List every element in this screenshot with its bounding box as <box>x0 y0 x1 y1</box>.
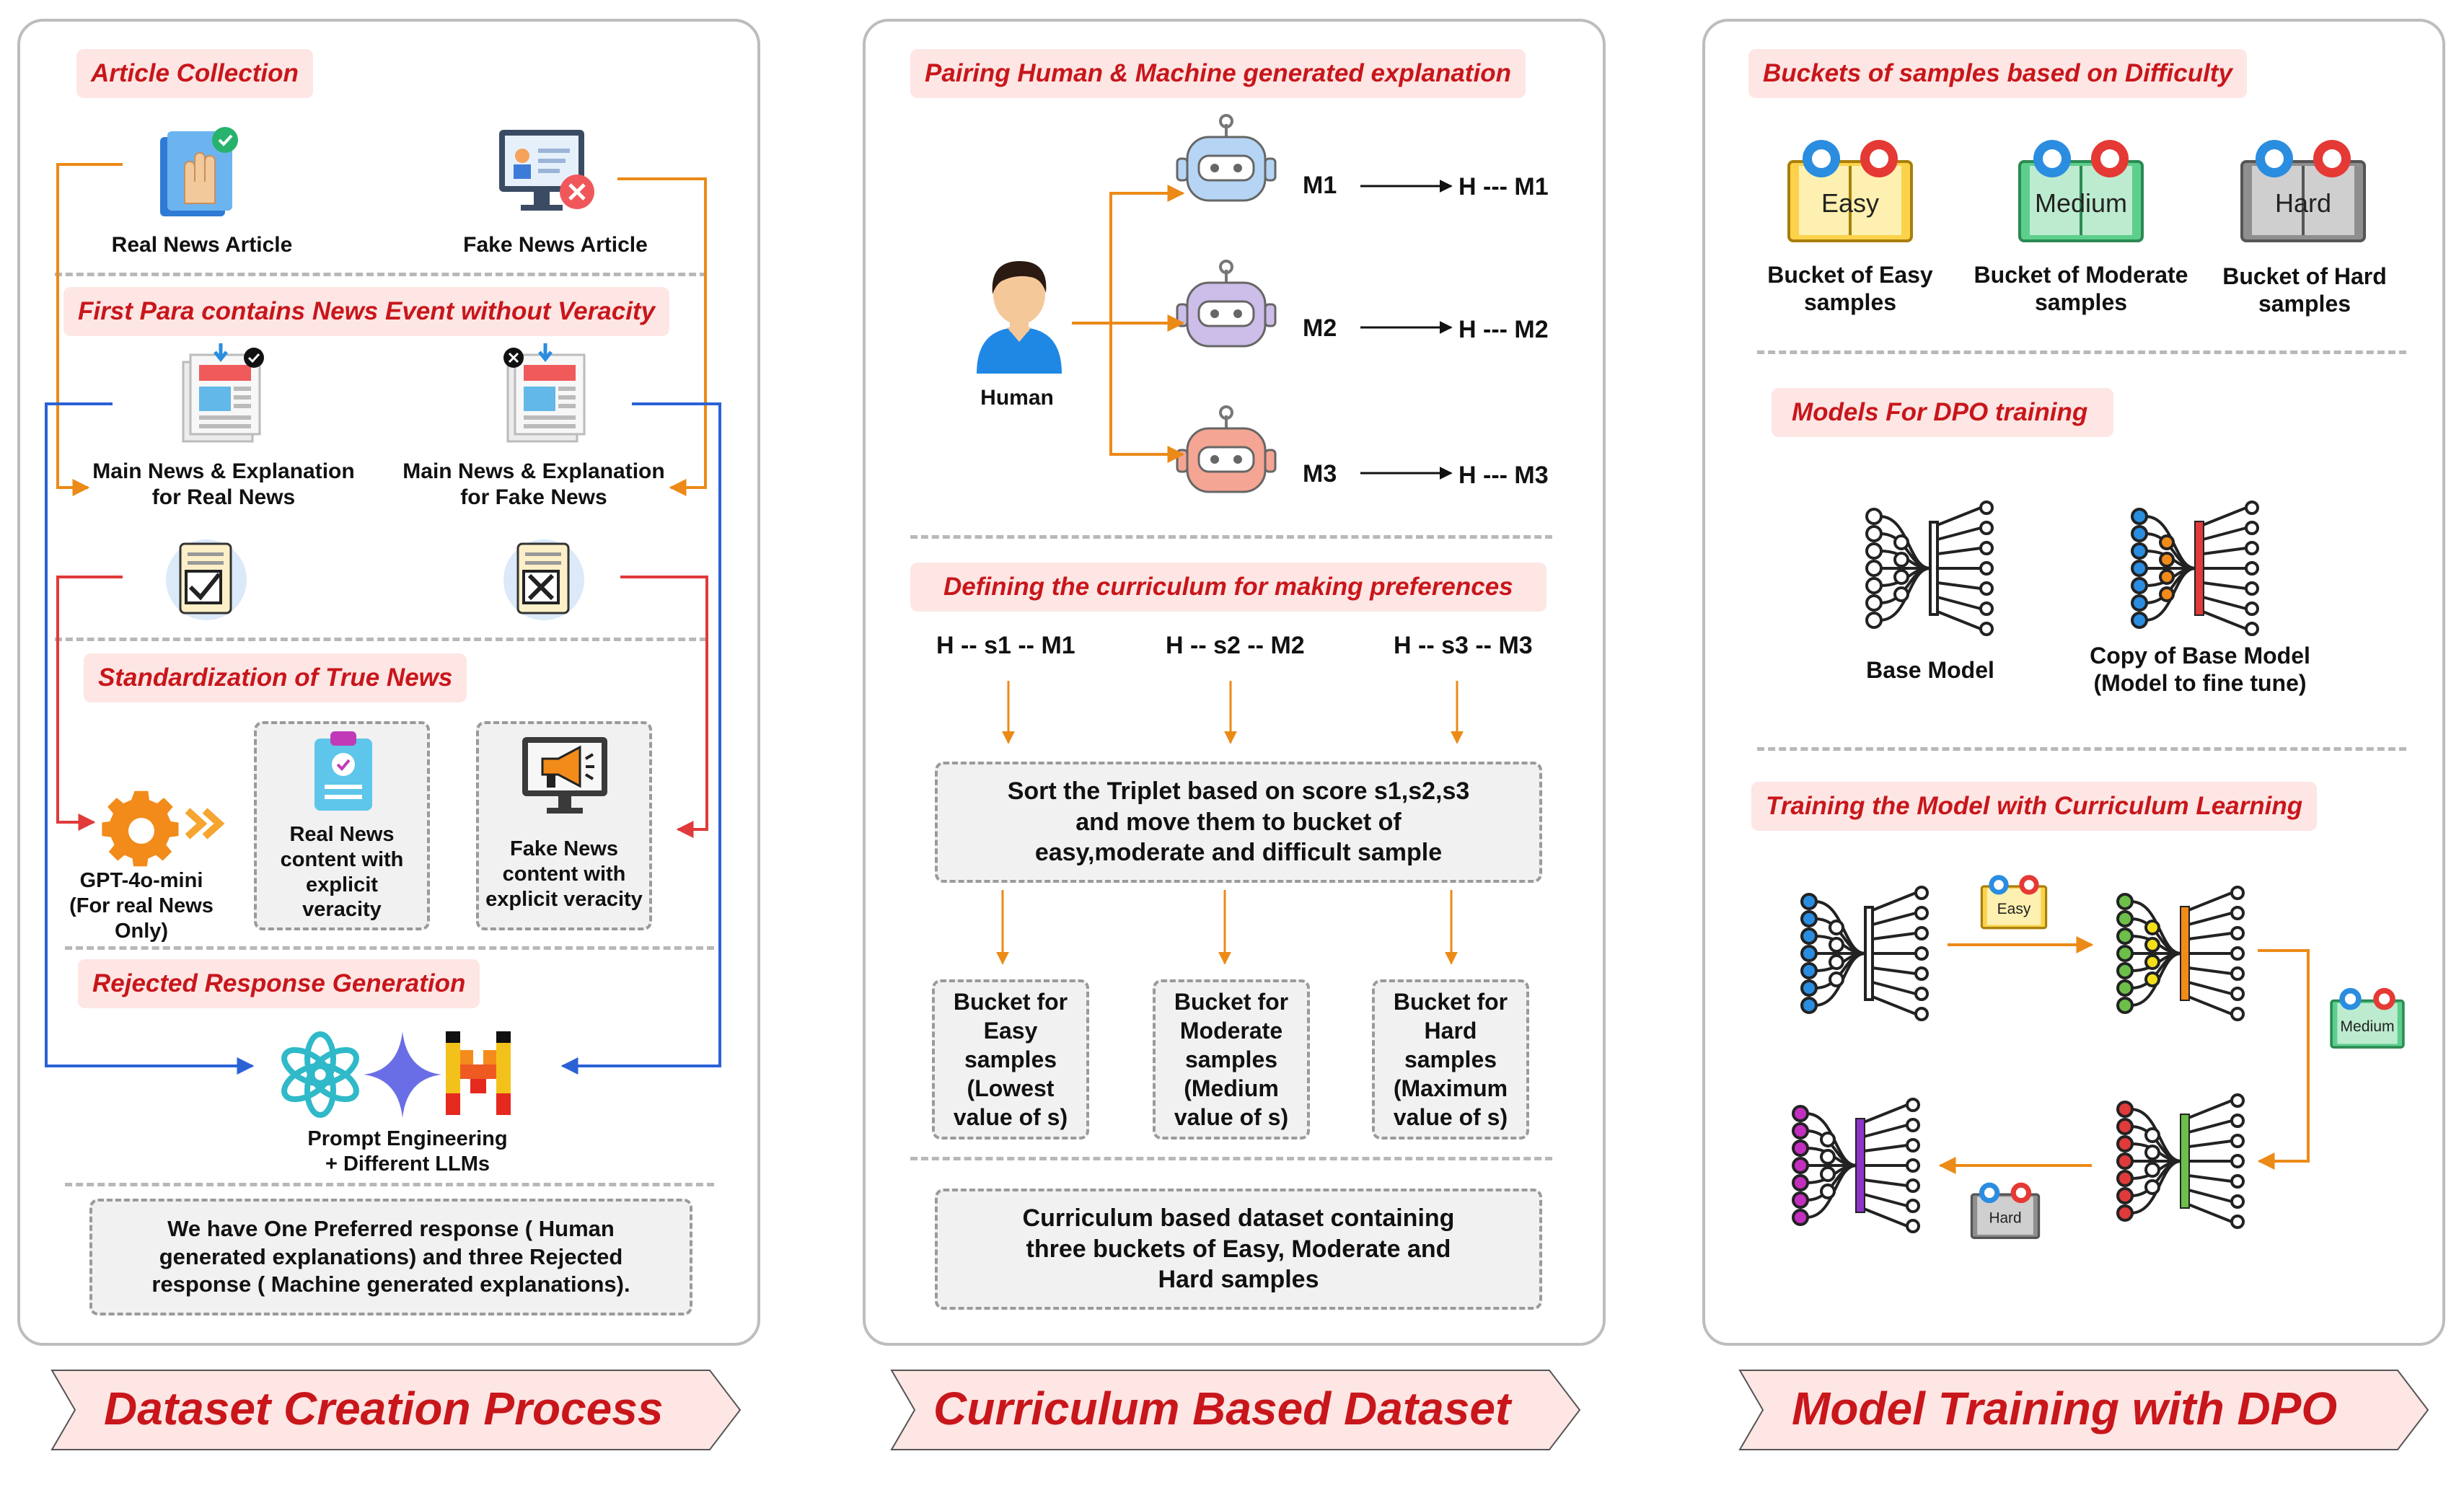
section-title-buckets: Buckets of samples based on Difficulty <box>1748 49 2247 98</box>
human-label: Human <box>980 386 1054 410</box>
section-title-first-para: First Para contains News Event without V… <box>63 287 670 336</box>
divider <box>910 1157 1552 1160</box>
section-title-article-collection: Article Collection <box>76 49 313 98</box>
bucket-easy-label: Bucket of Easy samples <box>1767 262 1933 316</box>
bucket-moderate-box: Bucket for Moderate samples (Medium valu… <box>1153 979 1310 1140</box>
fake-news-explicit-label: Fake News content with explicit veracity <box>485 837 643 911</box>
divider <box>1757 351 2406 354</box>
newspaper-real-icon <box>182 343 264 443</box>
banner-curriculum: Curriculum Based Dataset <box>933 1383 1511 1434</box>
triplet-1: H -- s1 -- M1 <box>936 632 1075 659</box>
panel1-connectors <box>45 163 721 1075</box>
banner-curriculum-shape <box>890 1370 1581 1450</box>
m1-label: M1 <box>1303 172 1337 199</box>
m3-label: M3 <box>1303 460 1337 488</box>
divider <box>55 638 707 641</box>
human-avatar-icon <box>977 261 1062 374</box>
main-news-fake-label: Main News & Explanation for Fake News <box>402 459 665 509</box>
pair-h-m3: H --- M3 <box>1458 462 1549 489</box>
m2-label: M2 <box>1303 314 1337 342</box>
prompt-engineering-label: Prompt Engineering + Different LLMs <box>307 1127 508 1176</box>
base-model-label: Base Model <box>1866 657 1994 683</box>
section-title-rejected: Rejected Response Generation <box>78 959 480 1008</box>
bucket-hard-icon: Hard <box>2240 140 2366 242</box>
base-model-icon <box>1865 501 1994 636</box>
divider <box>65 1183 714 1186</box>
document-check-icon <box>166 539 247 620</box>
triplet-3: H -- s3 -- M3 <box>1394 632 1533 659</box>
fake-news-article-label: Fake News Article <box>463 233 648 257</box>
banner-model-training-shape <box>1738 1370 2429 1450</box>
bucket-hard-box: Bucket for Hard samples (Maximum value o… <box>1372 979 1529 1140</box>
section-title-curriculum: Defining the curriculum for making prefe… <box>910 563 1546 612</box>
real-news-article-icon <box>160 127 238 216</box>
bucket-hard-icon-text: Hard <box>2275 188 2331 218</box>
bucket-moderate-label: Bucket of Moderate samples <box>1974 262 2188 316</box>
main-news-real-label: Main News & Explanation for Real News <box>92 459 355 509</box>
newspaper-fake-icon <box>503 343 586 443</box>
fake-news-article-icon <box>499 130 594 211</box>
copy-model-icon <box>2131 501 2259 636</box>
bucket-easy-icon: Easy <box>1787 140 1913 242</box>
bucket-easy-icon-text: Easy <box>1821 188 1879 218</box>
real-news-explicit-label: Real News content with explicit veracity <box>280 823 404 922</box>
section-title-standardization: Standardization of True News <box>84 653 467 702</box>
training-model-2-icon <box>2116 886 2245 1021</box>
flow-medium-text: Medium <box>2340 1018 2394 1035</box>
real-news-article-label: Real News Article <box>111 233 293 257</box>
bucket-medium-icon: Medium <box>2018 140 2144 242</box>
final-dataset-box: Curriculum based dataset containing thre… <box>935 1189 1542 1310</box>
divider <box>65 946 714 950</box>
copy-model-label: Copy of Base Model (Model to fine tune) <box>2090 643 2310 697</box>
megaphone-monitor-icon <box>522 737 607 814</box>
pair-h-m1: H --- M1 <box>1458 173 1549 200</box>
triplet-2: H -- s2 -- M2 <box>1166 632 1305 659</box>
flow-hard-bucket-icon: Hard <box>1970 1182 2041 1239</box>
training-model-1-icon <box>1800 886 1929 1021</box>
training-model-4-icon <box>1792 1098 1920 1233</box>
section-title-models: Models For DPO training <box>1772 388 2114 437</box>
gpt-gear-icon <box>102 790 225 867</box>
section-title-pairing: Pairing Human & Machine generated explan… <box>910 49 1526 98</box>
bucket-easy-box: Bucket for Easy samples (Lowest value of… <box>932 979 1089 1140</box>
summary-box: We have One Preferred response ( Human g… <box>89 1199 692 1315</box>
bucket-hard-label: Bucket of Hard samples <box>2222 263 2387 317</box>
flow-hard-text: Hard <box>1989 1210 2021 1227</box>
llm-logos-icon <box>281 1031 511 1118</box>
document-cross-icon <box>503 539 584 620</box>
bucket-medium-icon-text: Medium <box>2035 188 2127 218</box>
divider <box>910 535 1552 539</box>
pair-h-m2: H --- M2 <box>1458 316 1549 343</box>
flow-easy-text: Easy <box>1997 901 2031 917</box>
gpt-label: GPT-4o-mini (For real News Only) <box>69 869 214 943</box>
banner-dataset-creation-shape <box>50 1370 742 1450</box>
banner-dataset-creation: Dataset Creation Process <box>104 1383 664 1434</box>
panel2-pairing-connectors <box>996 180 1464 965</box>
panel3-flow-connectors <box>1938 936 2310 1174</box>
divider <box>55 273 707 276</box>
flow-easy-bucket-icon: Easy <box>1980 875 2048 930</box>
section-title-training: Training the Model with Curriculum Learn… <box>1751 782 2318 831</box>
sort-triplet-box: Sort the Triplet based on score s1,s2,s3… <box>935 762 1542 883</box>
banner-model-training: Model Training with DPO <box>1792 1383 2338 1434</box>
flow-medium-bucket-icon: Medium <box>2330 987 2405 1049</box>
clipboard-check-icon <box>314 731 372 811</box>
training-model-3-icon <box>2116 1093 2245 1229</box>
divider <box>1757 747 2406 751</box>
